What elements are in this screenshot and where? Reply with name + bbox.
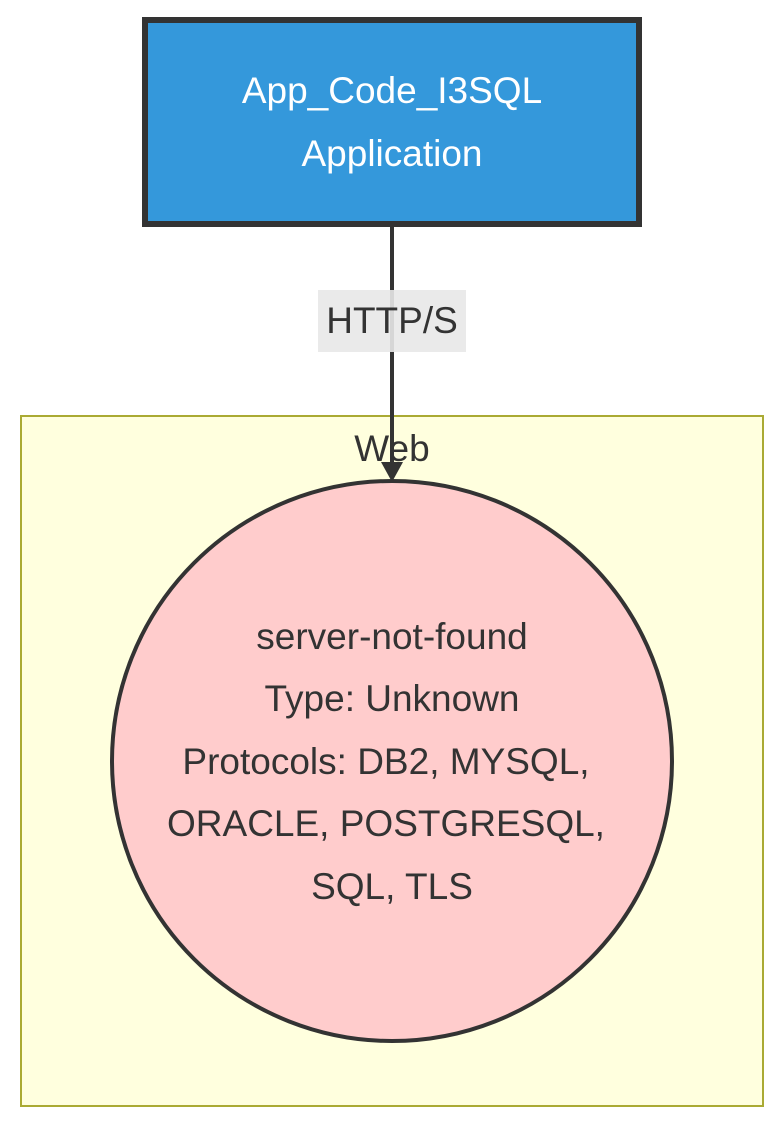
http-edge: HTTP/S — [318, 226, 466, 482]
edge-label-bg — [318, 290, 466, 352]
app-node-name: App_Code_I3SQL — [242, 70, 542, 111]
edge-arrowhead — [381, 462, 403, 482]
server-node-protocols-line2: ORACLE, POSTGRESQL, — [167, 803, 605, 844]
app-node-type: Application — [301, 133, 482, 174]
server-node-type: Type: Unknown — [264, 678, 519, 719]
app-node[interactable]: App_Code_I3SQL Application — [142, 17, 642, 227]
server-node-name: server-not-found — [256, 616, 527, 657]
server-node[interactable]: server-not-found Type: Unknown Protocols… — [110, 479, 674, 1043]
server-node-circle[interactable] — [110, 479, 674, 1043]
edge-label: HTTP/S — [326, 300, 458, 341]
server-node-protocols-line3: SQL, TLS — [311, 866, 473, 907]
app-node-box[interactable] — [142, 17, 642, 227]
server-node-protocols-line1: Protocols: DB2, MYSQL, — [182, 741, 589, 782]
